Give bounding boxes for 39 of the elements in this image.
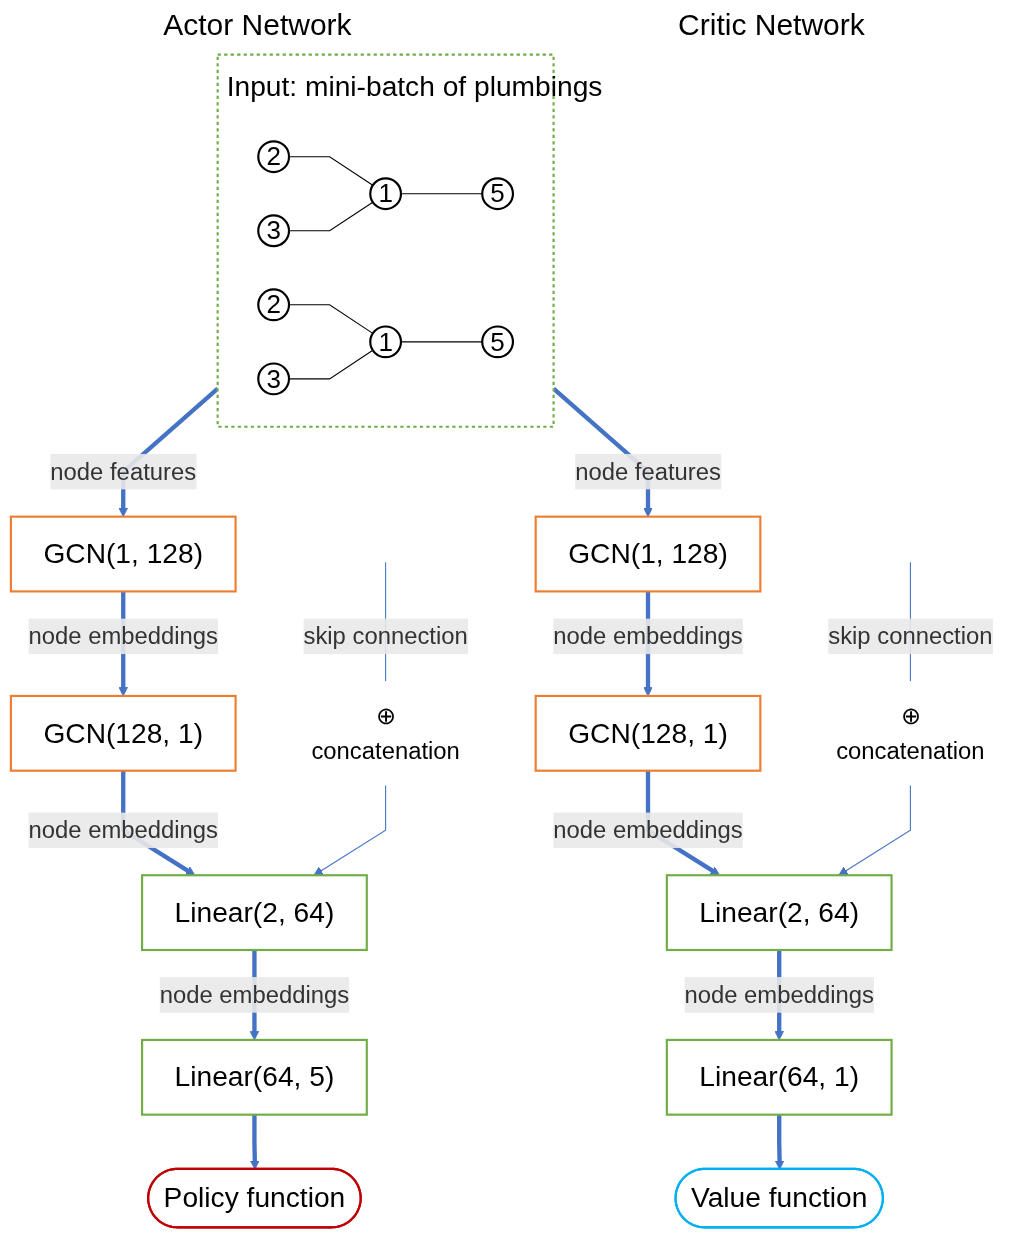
node-box: Linear(2, 64) [665,874,893,952]
node-box: GCN(1, 128) [9,515,237,593]
node-circle: 2 [257,288,291,322]
edge-label: node embeddings [28,622,218,650]
edge-label: skip connection [828,622,993,650]
node-circle: 2 [257,140,291,174]
connector [288,304,374,334]
node-circle: 3 [257,214,291,248]
connector [400,193,483,195]
node-circle: 3 [257,362,291,396]
node-circle: 5 [481,325,515,359]
node-label: Input: mini-batch of plumbings [226,69,603,103]
edge-label: skip connection [303,622,468,650]
node-text: ⊕ concatenation [311,701,460,765]
edge-label: node embeddings [553,622,743,650]
node-box: GCN(128, 1) [534,694,762,772]
edge-label: node features [50,458,197,486]
connector [400,341,483,343]
arrow [313,784,387,876]
edge-label: node features [575,458,721,486]
edge-label: node embeddings [159,981,350,1009]
connector [288,201,374,232]
connector [288,349,374,380]
edge-label: node embeddings [28,816,218,844]
column-heading: Critic Network [678,8,865,42]
connector [288,156,374,186]
edge-label: node embeddings [553,816,743,844]
node-box: Linear(64, 1) [665,1038,893,1116]
edge-label: node embeddings [684,981,874,1009]
node-box: Linear(64, 5) [141,1038,368,1116]
arrow [838,784,911,876]
column-heading: Actor Network [163,8,352,42]
node-text: ⊕ concatenation [836,701,985,765]
node-circle: 1 [369,325,403,359]
node-circle: 5 [481,177,515,211]
node-circle: 1 [369,177,403,211]
node-box: GCN(1, 128) [534,515,762,593]
node-box: GCN(128, 1) [9,694,237,772]
node-box: Linear(2, 64) [141,874,368,952]
